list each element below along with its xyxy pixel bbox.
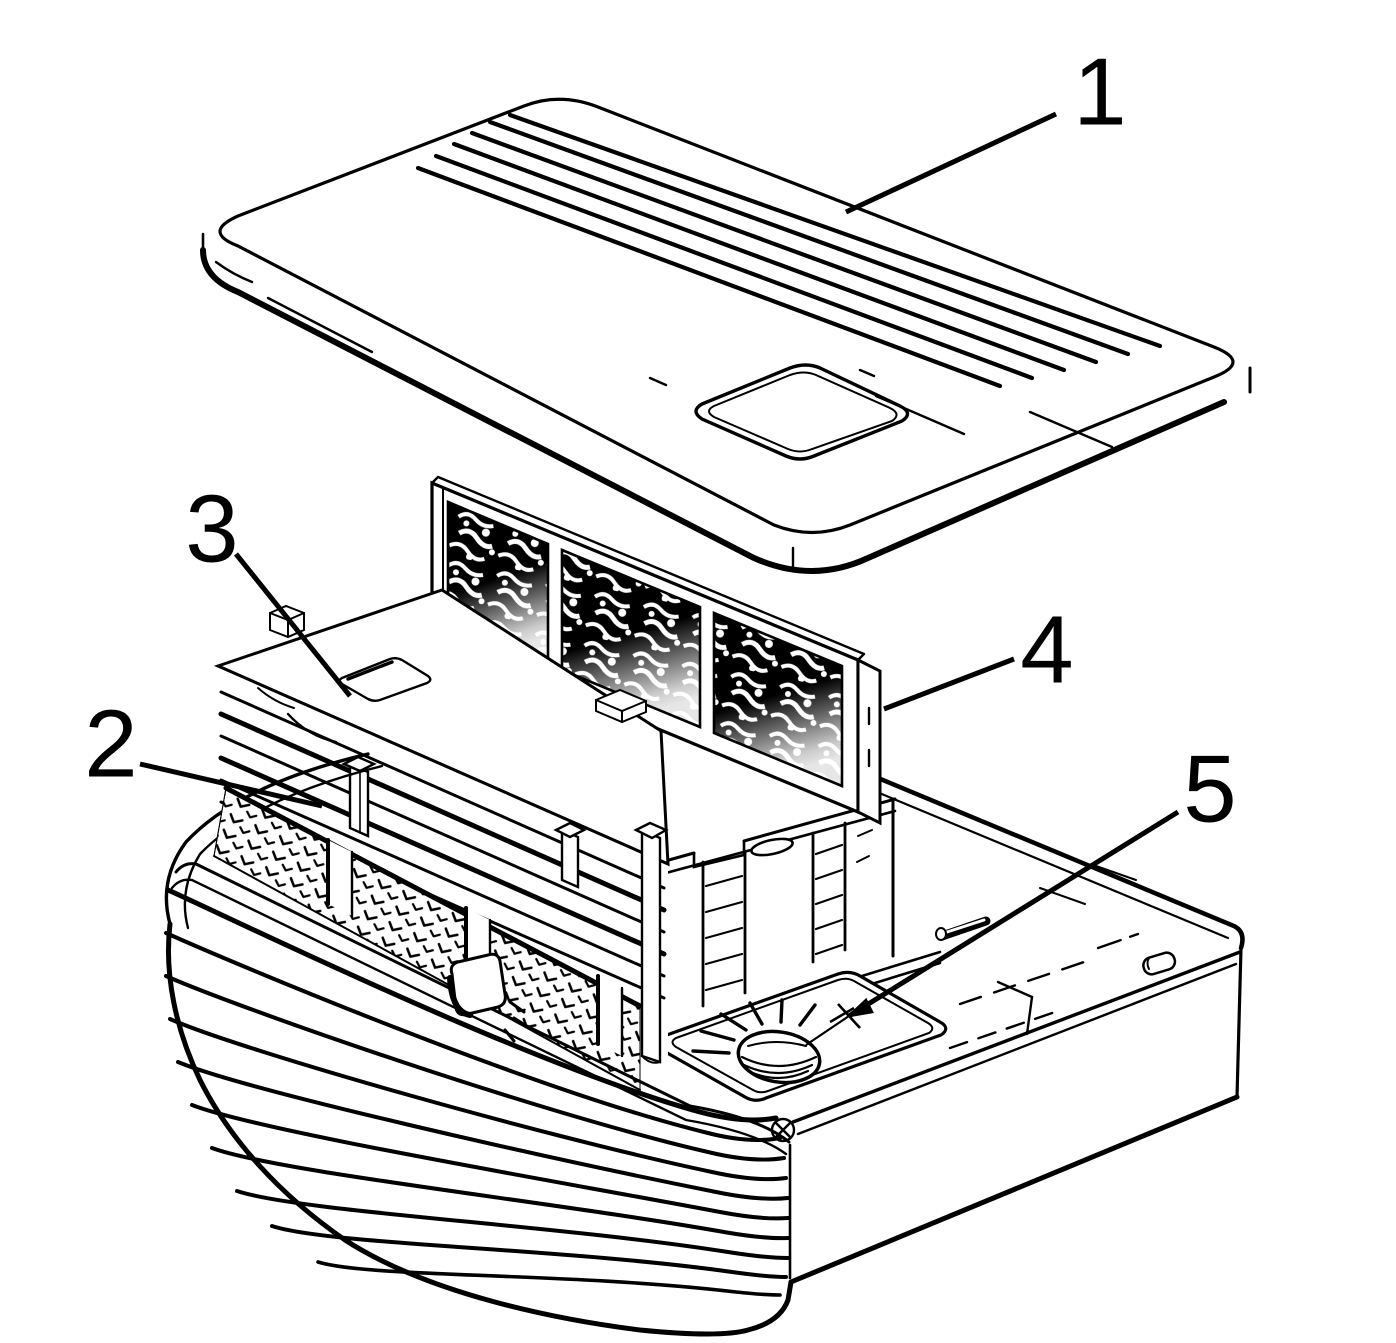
- base-bottom-right-edge: [788, 1094, 1240, 1285]
- lid-vent-slats: [415, 112, 1163, 389]
- deck-clip-part: [935, 916, 991, 941]
- mesh-bottom-edge: [213, 855, 641, 1091]
- deck-front-lip: [796, 962, 1238, 1136]
- control-knob: [736, 1029, 822, 1085]
- filter-clip-tab-mid: [553, 821, 587, 889]
- leader-line-3: [234, 552, 352, 698]
- slot-ladder-post-right: [811, 821, 847, 964]
- base-outer-edge: [165, 921, 794, 1337]
- corner-button: [1142, 951, 1177, 976]
- callout-number-4: 4: [1020, 597, 1073, 704]
- lid-window-recess: [648, 363, 910, 461]
- leader-line-5: [847, 809, 1180, 1019]
- lid-top-face: [218, 97, 1235, 535]
- slot-ladder-post-left: [701, 849, 747, 1008]
- rim-lip-lower: [170, 878, 788, 1156]
- leader-line-1: [844, 111, 1058, 215]
- rim-lip-upper: [174, 862, 791, 1144]
- top-cover: [200, 97, 1252, 574]
- deck-front-rim: [791, 950, 1242, 1124]
- base-front: [164, 752, 794, 1337]
- callout-number-2: 2: [84, 691, 137, 798]
- filter-front-top-edge: [216, 664, 670, 866]
- mesh-post-1: [326, 838, 354, 918]
- mesh-prefilter: [213, 785, 643, 1091]
- lid-bottom-edge: [200, 247, 1227, 574]
- base-rear-edge: [875, 775, 1245, 951]
- callout-number-1: 1: [1073, 39, 1126, 146]
- leader-line-4: [883, 656, 1015, 712]
- mesh-post-3: [596, 974, 624, 1058]
- filter-corner-post: [633, 821, 669, 1064]
- callout-number-5: 5: [1183, 736, 1236, 843]
- callout-number-3: 3: [185, 476, 238, 583]
- callouts: 1 2 3 4 5: [84, 39, 1237, 1046]
- latch-clip: [447, 952, 530, 1043]
- base-rear-edge-inner: [870, 788, 1230, 940]
- mesh-top-shadow: [223, 785, 643, 1009]
- filter-mid-tab: [595, 688, 647, 724]
- leader-line-2: [139, 761, 323, 809]
- control-panel-inner: [671, 977, 934, 1094]
- base-right-corner: [1235, 946, 1243, 1099]
- deck-recess-marks: [948, 865, 1140, 1050]
- knob-ray-marks: [691, 998, 817, 1055]
- lid-accent-lines: [214, 260, 1114, 572]
- leader-5-arrow: [805, 997, 874, 1046]
- carbon-panel-side: [856, 657, 882, 826]
